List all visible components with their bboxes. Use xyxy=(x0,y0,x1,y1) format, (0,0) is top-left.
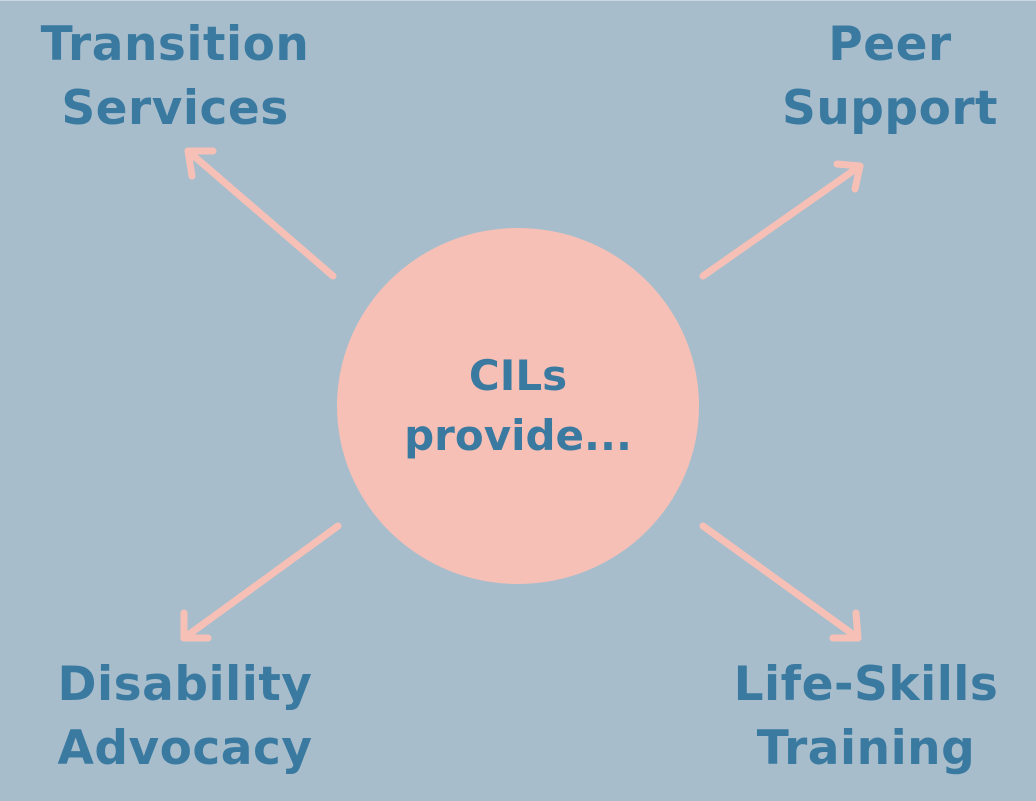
service-label-line2: Advocacy xyxy=(57,721,313,776)
arrow-to-disability-advocacy xyxy=(180,522,342,642)
service-transition-services: Transition Services xyxy=(20,13,330,141)
arrow-to-transition-services xyxy=(184,147,337,280)
service-label-line1: Peer xyxy=(828,17,952,72)
service-disability-advocacy: Disability Advocacy xyxy=(30,653,340,781)
service-label-line2: Services xyxy=(61,81,289,136)
hub-title: CILs provide... xyxy=(404,346,632,466)
center-hub-circle: CILs provide... xyxy=(337,228,699,584)
service-label-line2: Training xyxy=(756,721,976,776)
hub-title-line2: provide... xyxy=(404,411,632,460)
service-label-line2: Support xyxy=(781,81,999,136)
hub-title-line1: CILs xyxy=(468,351,568,400)
service-label-line1: Transition xyxy=(40,17,310,72)
arrow-to-peer-support xyxy=(699,160,864,280)
service-label-line1: Disability xyxy=(57,657,313,712)
arrow-to-life-skills-training xyxy=(699,522,862,642)
service-life-skills-training: Life-Skills Training xyxy=(718,653,1014,781)
service-peer-support: Peer Support xyxy=(765,13,1015,141)
service-label-line1: Life-Skills xyxy=(733,657,999,712)
